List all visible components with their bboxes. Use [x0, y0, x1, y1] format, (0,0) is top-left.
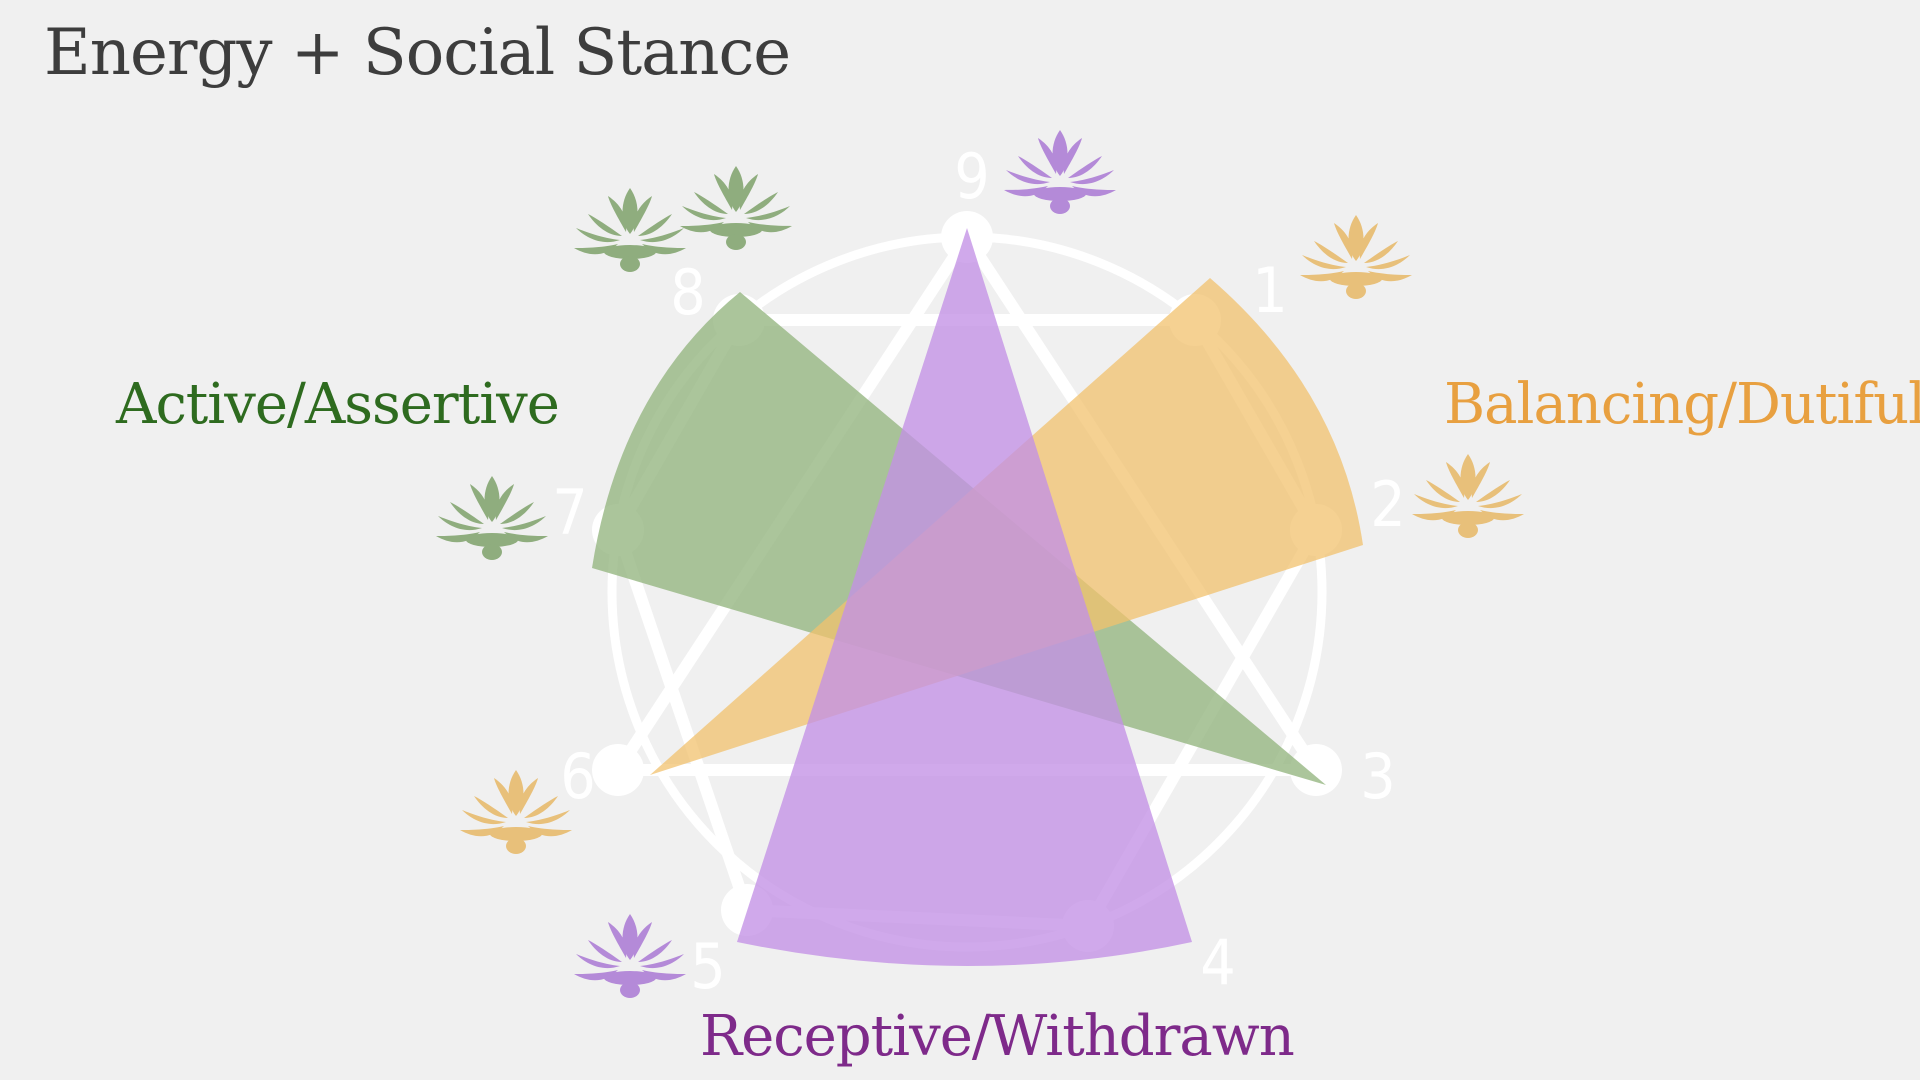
node-6 — [592, 744, 644, 796]
point-label-3: 3 — [1360, 740, 1395, 813]
lotus-icon — [436, 476, 548, 560]
stance-label-receptive: Receptive/Withdrawn — [700, 1004, 1295, 1069]
point-label-4: 4 — [1200, 926, 1235, 999]
point-numbers: 9 1 2 3 4 5 6 7 8 — [552, 140, 1405, 1003]
point-label-1: 1 — [1252, 254, 1287, 327]
point-label-7: 7 — [552, 476, 587, 549]
page-title: Energy + Social Stance — [44, 16, 791, 90]
lotus-icon — [460, 770, 572, 854]
point-label-9: 9 — [954, 140, 989, 213]
lotus-icon — [1004, 130, 1116, 214]
lotus-icon — [1300, 215, 1412, 299]
point-label-2: 2 — [1370, 468, 1405, 541]
point-label-6: 6 — [560, 740, 595, 813]
lotus-icon — [574, 914, 686, 998]
point-label-8: 8 — [670, 256, 705, 329]
stance-label-balancing: Balancing/Dutiful — [1444, 372, 1920, 437]
lotus-icon — [574, 188, 686, 272]
point-label-5: 5 — [690, 930, 725, 1003]
wedge-receptive-withdrawn — [737, 228, 1192, 966]
lotus-icon — [1412, 454, 1524, 538]
node-3 — [1290, 744, 1342, 796]
lotus-icon — [680, 166, 792, 250]
stance-label-active: Active/Assertive — [116, 372, 560, 437]
